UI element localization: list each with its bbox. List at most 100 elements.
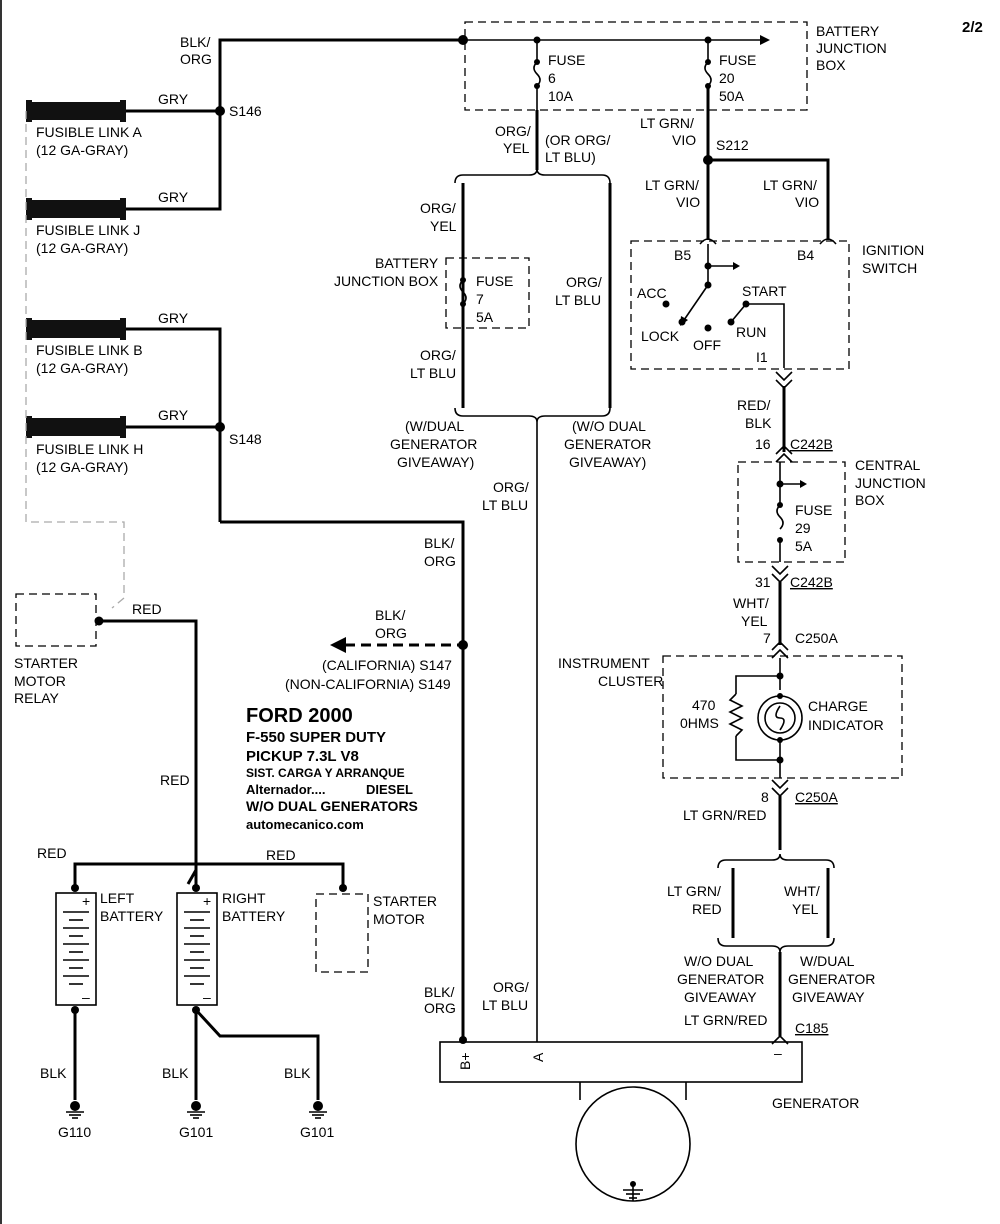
svg-text:B4: B4 (797, 247, 814, 263)
svg-text:RED: RED (37, 845, 67, 861)
svg-text:YEL: YEL (430, 218, 457, 234)
fuse-6: FUSE 6 10A (533, 40, 585, 118)
svg-text:W/O DUAL: W/O DUAL (684, 953, 753, 969)
svg-text:JUNCTION BOX: JUNCTION BOX (334, 273, 439, 289)
title-block: FORD 2000 F-550 SUPER DUTY PICKUP 7.3L V… (246, 705, 418, 832)
svg-text:MOTOR: MOTOR (373, 911, 425, 927)
instrument-cluster: INSTRUMENT CLUSTER 470 0HMS CHARGE INDIC… (558, 655, 903, 779)
svg-text:C250A: C250A (795, 630, 838, 646)
svg-text:INDICATOR: INDICATOR (808, 717, 884, 733)
ground-g110: G110 (58, 1101, 91, 1140)
svg-text:YEL: YEL (741, 613, 768, 629)
svg-text:5A: 5A (795, 538, 813, 554)
svg-text:GRY: GRY (158, 189, 189, 205)
svg-text:(12 GA-GRAY): (12 GA-GRAY) (36, 360, 128, 376)
central-junction-box: CENTRAL JUNCTION BOX FUSE 29 5A (737, 457, 926, 563)
svg-text:G101: G101 (300, 1124, 334, 1140)
svg-text:W/O DUAL GENERATORS: W/O DUAL GENERATORS (246, 798, 418, 814)
generator: B+ A – GENERATOR (439, 1036, 859, 1202)
svg-text:LT BLU: LT BLU (482, 497, 528, 513)
svg-text:ORG/: ORG/ (566, 274, 602, 290)
svg-text:BLK/: BLK/ (424, 535, 454, 551)
svg-text:31: 31 (755, 574, 771, 590)
svg-text:GRY: GRY (158, 407, 189, 423)
svg-text:MOTOR: MOTOR (14, 673, 66, 689)
svg-text:LT BLU: LT BLU (482, 997, 528, 1013)
svg-text:RUN: RUN (736, 324, 766, 340)
arrow-right-icon (760, 35, 770, 45)
svg-text:LT BLU: LT BLU (555, 292, 601, 308)
svg-text:GRY: GRY (158, 91, 189, 107)
svg-text:16: 16 (755, 436, 771, 452)
svg-text:GENERATOR: GENERATOR (772, 1095, 859, 1111)
svg-text:RED: RED (160, 772, 190, 788)
svg-text:STARTER: STARTER (14, 655, 78, 671)
svg-text:LOCK: LOCK (641, 328, 680, 344)
svg-text:INSTRUMENT: INSTRUMENT (558, 655, 650, 671)
arrow-left-icon (330, 637, 346, 653)
svg-text:GRY: GRY (158, 310, 189, 326)
svg-text:5A: 5A (476, 309, 494, 325)
svg-text:+: + (82, 893, 90, 909)
svg-text:20: 20 (719, 70, 735, 86)
splice-s147: (CALIFORNIA) S147 (322, 657, 452, 673)
svg-text:FUSIBLE LINK H: FUSIBLE LINK H (36, 441, 143, 457)
svg-text:I1: I1 (756, 349, 768, 365)
svg-text:BLK: BLK (162, 1065, 189, 1081)
svg-text:(12 GA-GRAY): (12 GA-GRAY) (36, 459, 128, 475)
svg-text:C185: C185 (795, 1020, 829, 1036)
splice-s149: (NON-CALIFORNIA) S149 (285, 676, 451, 692)
svg-text:GENERATOR: GENERATOR (390, 436, 477, 452)
svg-text:LT BLU): LT BLU) (545, 149, 596, 165)
svg-text:7: 7 (763, 630, 771, 646)
battery-junction-box-top: BATTERY JUNCTION BOX (464, 21, 887, 111)
svg-text:6: 6 (548, 70, 556, 86)
svg-text:C250A: C250A (795, 789, 838, 805)
ground-g101-a: G101 (179, 1101, 213, 1140)
svg-text:–: – (774, 1045, 782, 1061)
svg-text:SIST. CARGA Y ARRANQUE: SIST. CARGA Y ARRANQUE (246, 766, 405, 780)
svg-text:JUNCTION: JUNCTION (855, 475, 926, 491)
svg-text:BLK: BLK (284, 1065, 311, 1081)
fusible-link-h: GRY FUSIBLE LINK H (12 GA-GRAY) (26, 407, 220, 475)
svg-text:(12 GA-GRAY): (12 GA-GRAY) (36, 142, 128, 158)
svg-text:LT GRN/: LT GRN/ (645, 177, 699, 193)
svg-text:WHT/: WHT/ (784, 883, 820, 899)
svg-text:CENTRAL: CENTRAL (855, 457, 921, 473)
fusible-link-j: GRY FUSIBLE LINK J (12 GA-GRAY) (26, 111, 222, 256)
svg-text:JUNCTION: JUNCTION (816, 40, 887, 56)
svg-text:A: A (530, 1052, 546, 1062)
svg-text:LT GRN/: LT GRN/ (763, 177, 817, 193)
svg-text:Alternador....: Alternador.... (246, 782, 325, 797)
svg-text:RED: RED (266, 847, 296, 863)
svg-text:50A: 50A (719, 88, 745, 104)
svg-text:ORG/: ORG/ (420, 347, 456, 363)
svg-text:LT GRN/: LT GRN/ (640, 115, 694, 131)
svg-text:ORG/: ORG/ (495, 123, 531, 139)
svg-text:CLUSTER: CLUSTER (598, 673, 663, 689)
svg-text:0HMS: 0HMS (680, 715, 719, 731)
fuse-20: FUSE 20 50A (704, 40, 756, 104)
svg-text:ORG: ORG (375, 625, 407, 641)
svg-text:ORG: ORG (424, 1000, 456, 1016)
svg-text:GIVEAWAY: GIVEAWAY (792, 989, 865, 1005)
wire-label-blk-org: BLK/ (180, 34, 210, 50)
svg-text:LT GRN/RED: LT GRN/RED (684, 1012, 768, 1028)
svg-text:C242B: C242B (790, 574, 833, 590)
svg-text:ORG/: ORG/ (493, 479, 529, 495)
svg-text:(W/DUAL: (W/DUAL (405, 418, 464, 434)
svg-text:GIVEAWAY): GIVEAWAY) (569, 454, 646, 470)
svg-text:ACC: ACC (637, 285, 667, 301)
splice-s146: S146 (229, 103, 262, 119)
svg-text:BLK/: BLK/ (424, 984, 454, 1000)
svg-text:GENERATOR: GENERATOR (564, 436, 651, 452)
ignition-switch: IGNITION SWITCH B5 B4 ACC START LOCK OFF… (630, 238, 924, 370)
svg-text:GIVEAWAY: GIVEAWAY (684, 989, 757, 1005)
svg-text:+: + (203, 893, 211, 909)
svg-text:VIO: VIO (795, 194, 819, 210)
svg-text:FUSIBLE LINK A: FUSIBLE LINK A (36, 124, 142, 140)
starter-motor-relay: STARTER MOTOR RELAY (14, 593, 104, 706)
svg-text:(OR ORG/: (OR ORG/ (545, 132, 610, 148)
svg-text:G110: G110 (58, 1124, 91, 1140)
